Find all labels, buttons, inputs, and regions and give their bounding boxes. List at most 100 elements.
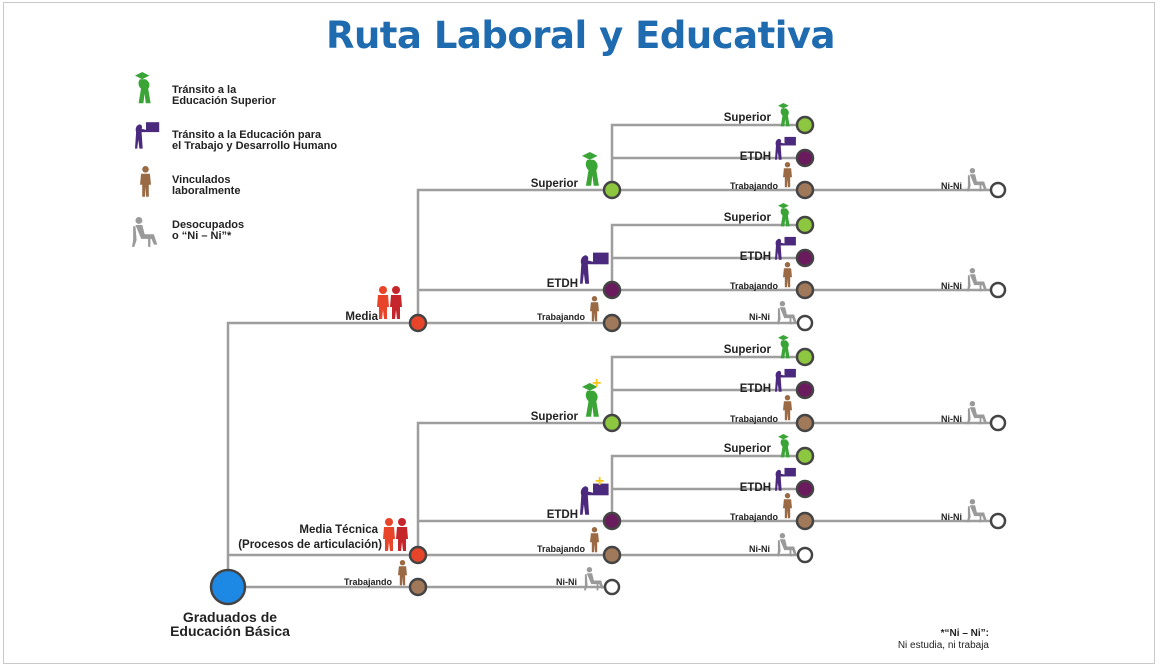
nini-label: Ni-Ni xyxy=(556,577,577,587)
legend-sublabel-0: Educación Superior xyxy=(172,95,277,107)
legend-sublabel-2: laboralmente xyxy=(172,185,240,197)
superior-label: Superior xyxy=(724,212,772,224)
legend-sublabel-1: el Trabajo y Desarrollo Humano xyxy=(172,140,337,152)
trabajando-label: Trabajando xyxy=(730,512,779,522)
trabajando-node xyxy=(795,280,815,300)
etdh-label: ETDH xyxy=(740,151,771,163)
trabajando-node xyxy=(602,313,622,333)
legend-label-3: Desocupados xyxy=(172,219,244,231)
superior-label: Superior xyxy=(531,178,579,190)
nini-node xyxy=(796,314,814,332)
teacher-icon xyxy=(580,483,609,515)
superior-label: Superior xyxy=(724,443,772,455)
trabajando-label: Trabajando xyxy=(537,544,586,554)
g1-to-superior-line xyxy=(610,123,805,190)
sitting-person-icon xyxy=(777,301,797,325)
worker-icon xyxy=(590,296,599,322)
root-label: Graduados de Educación Básica xyxy=(150,610,310,638)
etdh-node xyxy=(795,479,815,499)
worker-icon xyxy=(783,395,792,421)
superior-node xyxy=(795,347,815,367)
nini-label: Ni-Ni xyxy=(941,281,962,291)
worker-icon xyxy=(398,560,407,586)
etdh-label: ETDH xyxy=(740,482,771,494)
root-label-line1: Graduados de xyxy=(182,609,278,625)
diagram-frame xyxy=(3,2,1155,664)
legend-sitting-person-icon xyxy=(132,217,158,247)
etdh-node xyxy=(602,280,622,300)
superior-node xyxy=(795,115,815,135)
worker-icon xyxy=(783,262,792,288)
graduate-icon xyxy=(582,383,599,417)
root-node xyxy=(209,568,247,606)
etdh-node xyxy=(795,248,815,268)
mt-to-superior-line xyxy=(416,421,612,555)
trabajando-label: Trabajando xyxy=(730,281,779,291)
trabajando-node xyxy=(602,545,622,565)
worker-icon xyxy=(783,493,792,519)
media-to-superior-line xyxy=(416,188,612,323)
legend-label-0: Tránsito a la xyxy=(172,84,237,96)
nini-label: Ni-Ni xyxy=(749,544,770,554)
plus-icon: + xyxy=(592,375,601,392)
root-to-media-line xyxy=(226,321,418,587)
sitting-person-icon xyxy=(584,567,604,591)
sitting-person-icon xyxy=(967,401,987,425)
graduate-icon xyxy=(778,335,790,359)
etdh-label: ETDH xyxy=(740,251,771,263)
trabajando-label: Trabajando xyxy=(344,577,393,587)
plus-icon: + xyxy=(595,473,604,490)
superior-label: Superior xyxy=(531,411,579,423)
sitting-person-icon xyxy=(967,499,987,523)
trabajando-label: Trabajando xyxy=(537,312,586,322)
etdh-node xyxy=(602,511,622,531)
worker-icon xyxy=(783,162,792,188)
teacher-icon xyxy=(775,368,796,392)
trabajando-node xyxy=(795,511,815,531)
legend-worker-icon xyxy=(140,166,151,197)
g3-to-superior-line xyxy=(610,355,805,423)
etdh-label: ETDH xyxy=(547,278,578,290)
graduate-icon xyxy=(582,152,599,186)
trabajando-node xyxy=(795,413,815,433)
superior-node xyxy=(602,413,622,433)
media-tecnica-label: Media Técnica xyxy=(299,524,378,536)
teacher-icon xyxy=(580,252,609,284)
media-tecnica-sublabel: (Procesos de articulación) xyxy=(238,539,382,551)
trabajando-label: Trabajando xyxy=(730,181,779,191)
footnote-title: *“Ni – Ni”: xyxy=(940,628,989,639)
page-title: Ruta Laboral y Educativa xyxy=(325,14,836,57)
nini-node xyxy=(796,546,814,564)
etdh-node xyxy=(795,380,815,400)
nini-node xyxy=(989,281,1007,299)
nini-label: Ni-Ni xyxy=(941,512,962,522)
superior-node xyxy=(795,215,815,235)
teacher-icon xyxy=(775,467,796,491)
nini-node xyxy=(603,578,621,596)
legend-label-2: Vinculados xyxy=(172,174,230,186)
graduate-icon xyxy=(778,434,790,458)
teacher-icon xyxy=(775,236,796,260)
worker-icon xyxy=(590,527,599,553)
graduate-icon xyxy=(778,203,790,227)
legend-sublabel-3: o “Ni – Ni”* xyxy=(172,230,232,242)
media-tecnica-node xyxy=(408,545,428,565)
footnote-text: Ni estudia, ni trabaja xyxy=(897,640,989,651)
superior-label: Superior xyxy=(724,344,772,356)
media-node xyxy=(408,313,428,333)
root-label-line2: Educación Básica xyxy=(170,623,290,639)
media-tecnica-students-icon xyxy=(383,518,408,551)
superior-node xyxy=(602,180,622,200)
etdh-label: ETDH xyxy=(740,383,771,395)
sitting-person-icon xyxy=(967,168,987,192)
trabajando-node xyxy=(795,180,815,200)
trabajando-node xyxy=(408,577,428,597)
nini-node xyxy=(989,181,1007,199)
legend-graduate-icon xyxy=(135,72,151,104)
trabajando-label: Trabajando xyxy=(730,414,779,424)
nini-node xyxy=(989,512,1007,530)
media-label: Media xyxy=(345,311,378,323)
nini-label: Ni-Ni xyxy=(749,312,770,322)
superior-node xyxy=(795,446,815,466)
